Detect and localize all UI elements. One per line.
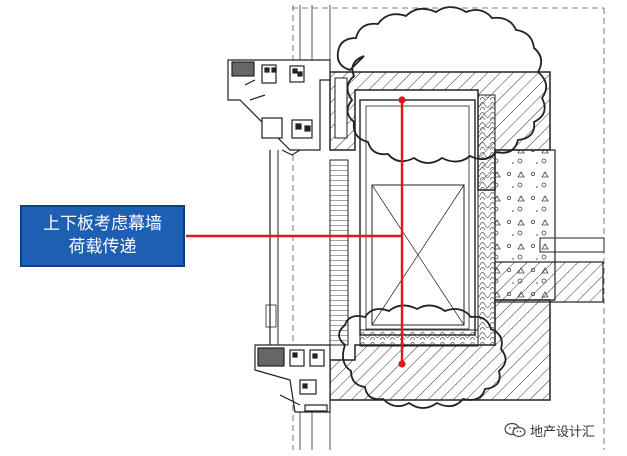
glass-pane [265, 150, 279, 345]
load-point-bottom [398, 360, 406, 368]
load-point-top [398, 96, 406, 104]
annotation-label: 上下板考虑幕墙 荷载传递 [20, 205, 185, 267]
load-path [186, 100, 404, 364]
watermark-text: 地产设计汇 [530, 424, 596, 440]
concrete-slab-lower [329, 299, 551, 401]
interior-lining [329, 159, 349, 346]
window-frame [359, 99, 476, 336]
annotation-line-1: 上下板考虑幕墙 [43, 214, 162, 234]
annotation-line-2: 荷载传递 [68, 237, 137, 257]
curtain-wall-bracket-lower [254, 344, 331, 413]
concrete-wall [494, 149, 605, 303]
curtain-wall-bracket-upper [227, 59, 331, 156]
watermark: 地产设计汇 [504, 420, 595, 440]
revision-cloud-upper [336, 6, 548, 164]
wechat-icon [504, 422, 526, 438]
revision-cloud-lower [338, 304, 507, 409]
